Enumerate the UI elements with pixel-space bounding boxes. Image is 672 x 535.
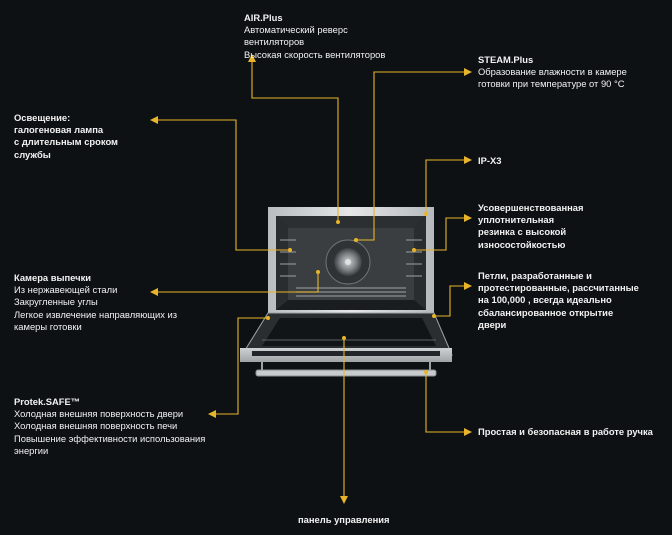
leader-airplus xyxy=(251,60,339,222)
protek-title: Protek.SAFE™ xyxy=(14,396,81,407)
hinges-line-2: протестированные, рассчитанные xyxy=(478,282,639,294)
hinges-line-4: сбалансированное открытие xyxy=(478,306,614,318)
arrow-protek xyxy=(208,410,216,418)
oven-handle xyxy=(255,369,437,377)
chamber-line-3: Закругленные углы xyxy=(14,296,98,308)
leader-protek xyxy=(214,317,268,415)
airplus-line-2: вентиляторов xyxy=(244,36,305,48)
callout-panel: панель управления xyxy=(298,514,389,526)
gasket-line-1: Усовершенствованная xyxy=(478,202,584,213)
callout-protek: Protek.SAFE™ Холодная внешняя поверхност… xyxy=(14,396,205,457)
leader-gasket xyxy=(414,217,466,251)
airplus-title: AIR.Plus xyxy=(244,12,283,23)
protek-line-4: энергии xyxy=(14,444,49,456)
steamplus-line-1: Образование влажности в камере xyxy=(478,66,627,78)
handle-line-1: Простая и безопасная в работе ручка xyxy=(478,426,653,437)
protek-line-3: Повышение эффективности использования xyxy=(14,432,206,444)
leader-ipx3 xyxy=(425,159,466,214)
leader-chamber xyxy=(156,272,319,293)
callout-steamplus: STEAM.Plus Образование влажности в камер… xyxy=(478,54,627,91)
steamplus-line-2: готовки при температуре от 90 °C xyxy=(478,78,625,90)
lighting-line-1: Освещение: xyxy=(14,112,71,123)
arrow-chamber xyxy=(150,288,158,296)
gasket-line-2: уплотнительная xyxy=(478,214,555,226)
lighting-line-2: галогеновая лампа xyxy=(14,124,104,136)
callout-ipx3: IP-X3 xyxy=(478,155,501,167)
protek-line-1: Холодная внешняя поверхность двери xyxy=(14,408,184,420)
callout-gasket: Усовершенствованная уплотнительная резин… xyxy=(478,202,584,251)
chamber-line-2: Из нержавеющей стали xyxy=(14,284,118,296)
leader-steamplus xyxy=(356,71,466,241)
arrow-gasket xyxy=(464,214,472,222)
leader-lighting xyxy=(156,119,290,251)
callout-hinges: Петли, разработанные и протестированные,… xyxy=(478,270,639,331)
gasket-line-4: износостойкостью xyxy=(478,238,566,250)
chamber-line-1: Камера выпечки xyxy=(14,272,92,283)
panel-line-1: панель управления xyxy=(298,514,390,525)
hinges-line-3: на 100,000 , всегда идеально xyxy=(478,294,612,306)
arrow-handle xyxy=(464,428,472,436)
callout-lighting: Освещение: галогеновая лампа с длительны… xyxy=(14,112,118,161)
arrow-panel xyxy=(340,496,348,504)
ipx3-line-1: IP-X3 xyxy=(478,155,502,166)
arrow-steamplus xyxy=(464,68,472,76)
chamber-line-5: камеры готовки xyxy=(14,320,82,332)
callout-handle: Простая и безопасная в работе ручка xyxy=(478,426,653,438)
arrow-hinges xyxy=(464,282,472,290)
arrow-lighting xyxy=(150,116,158,124)
chamber-line-4: Легкое извлечение направляющих из xyxy=(14,308,178,320)
callout-airplus: AIR.Plus Автоматический реверс вентилято… xyxy=(244,12,385,61)
protek-line-2: Холодная внешняя поверхность печи xyxy=(14,420,178,432)
arrow-ipx3 xyxy=(464,156,472,164)
lighting-line-4: службы xyxy=(14,148,51,160)
hinges-line-5: двери xyxy=(478,318,507,330)
airplus-line-3: Высокая скорость вентиляторов xyxy=(244,48,386,60)
callout-chamber: Камера выпечки Из нержавеющей стали Закр… xyxy=(14,272,177,333)
airplus-line-1: Автоматический реверс xyxy=(244,24,348,36)
hinges-line-1: Петли, разработанные и xyxy=(478,270,592,281)
gasket-line-3: резинка с высокой xyxy=(478,226,567,238)
lighting-line-3: с длительным сроком xyxy=(14,136,118,148)
steamplus-title: STEAM.Plus xyxy=(478,54,534,65)
leader-handle xyxy=(425,372,466,433)
arrow-airplus xyxy=(248,54,256,62)
leader-hinges xyxy=(434,285,466,317)
